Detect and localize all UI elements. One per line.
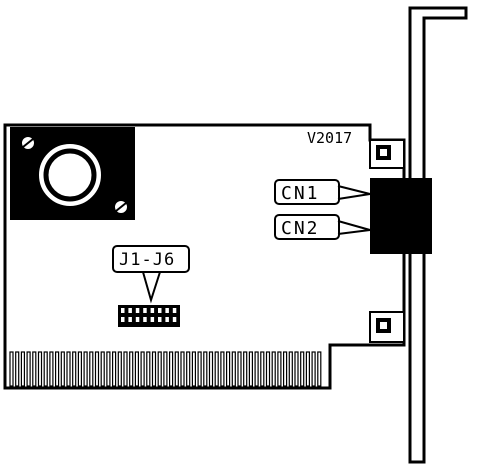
- jumper-pin-block: [118, 305, 180, 327]
- edge-finger: [106, 351, 111, 387]
- jumper-label: J1-J6: [119, 250, 175, 270]
- edge-connector: [9, 351, 322, 387]
- edge-finger: [129, 351, 134, 387]
- jumper-pin: [150, 308, 155, 313]
- edge-finger: [77, 351, 83, 387]
- edge-finger: [54, 351, 60, 387]
- edge-finger: [300, 351, 305, 387]
- edge-finger: [317, 351, 322, 387]
- edge-finger: [26, 351, 31, 387]
- jumper-callout: J1-J6: [112, 245, 190, 304]
- edge-finger: [66, 351, 71, 387]
- edge-finger: [72, 351, 77, 387]
- jumper-pin: [135, 317, 140, 322]
- edge-finger: [15, 351, 20, 387]
- edge-finger: [83, 351, 88, 387]
- edge-finger: [43, 351, 48, 387]
- edge-finger: [226, 351, 231, 387]
- edge-finger: [174, 351, 179, 387]
- jumper-pin: [135, 308, 140, 313]
- edge-finger: [311, 351, 316, 387]
- edge-finger: [123, 351, 128, 387]
- edge-finger: [248, 351, 253, 387]
- lower-bracket-mount: [369, 311, 405, 343]
- edge-finger: [265, 351, 271, 387]
- edge-finger: [60, 351, 65, 387]
- edge-finger: [134, 351, 139, 387]
- upper-bracket-mount: [369, 139, 405, 169]
- edge-finger: [9, 351, 14, 387]
- edge-finger: [89, 351, 94, 387]
- round-component-on-black-pad: [10, 127, 135, 220]
- edge-finger: [140, 351, 145, 387]
- edge-finger: [94, 351, 100, 387]
- edge-finger: [237, 351, 242, 387]
- edge-finger: [231, 351, 236, 387]
- cn2-callout: CN2: [274, 214, 371, 240]
- edge-finger: [203, 351, 208, 387]
- cn1-callout: CN1: [274, 179, 371, 205]
- jumper-pin: [143, 308, 147, 313]
- jumper-pin: [121, 308, 125, 313]
- edge-finger: [151, 351, 157, 387]
- edge-finger: [111, 351, 117, 387]
- edge-finger: [294, 351, 299, 387]
- edge-finger: [288, 351, 293, 387]
- jumper-pin: [165, 308, 169, 313]
- mounting-bracket: [408, 6, 468, 464]
- jumper-pin: [172, 317, 177, 322]
- jumper-pin: [172, 308, 177, 313]
- edge-finger: [37, 351, 43, 387]
- edge-finger: [157, 351, 162, 387]
- edge-finger: [163, 351, 168, 387]
- jumper-pin: [165, 317, 169, 322]
- jumper-pin: [158, 308, 162, 313]
- edge-finger: [186, 351, 191, 387]
- edge-finger: [49, 351, 54, 387]
- jumper-pin: [128, 308, 132, 313]
- jumper-pin: [158, 317, 162, 322]
- edge-finger: [32, 351, 37, 387]
- edge-finger: [283, 351, 288, 387]
- edge-finger: [146, 351, 151, 387]
- edge-finger: [271, 351, 276, 387]
- edge-finger: [117, 351, 122, 387]
- edge-finger: [214, 351, 219, 387]
- jumper-pin: [150, 317, 155, 322]
- edge-finger: [191, 351, 196, 387]
- cn1-label: CN1: [281, 183, 320, 204]
- edge-finger: [277, 351, 282, 387]
- edge-finger: [220, 351, 225, 387]
- edge-finger: [305, 351, 310, 387]
- edge-finger: [197, 351, 202, 387]
- edge-finger: [260, 351, 265, 387]
- model-label: V2017: [307, 129, 352, 147]
- edge-finger: [169, 351, 174, 387]
- cn2-label: CN2: [281, 218, 320, 239]
- db-connector: [370, 178, 432, 254]
- edge-finger: [180, 351, 185, 387]
- edge-finger: [254, 351, 259, 387]
- jumper-pin: [128, 317, 132, 322]
- edge-finger: [100, 351, 105, 387]
- edge-finger: [20, 351, 25, 387]
- jumper-pin: [121, 317, 125, 322]
- edge-finger: [208, 351, 214, 387]
- jumper-pin: [143, 317, 147, 322]
- edge-finger: [243, 351, 248, 387]
